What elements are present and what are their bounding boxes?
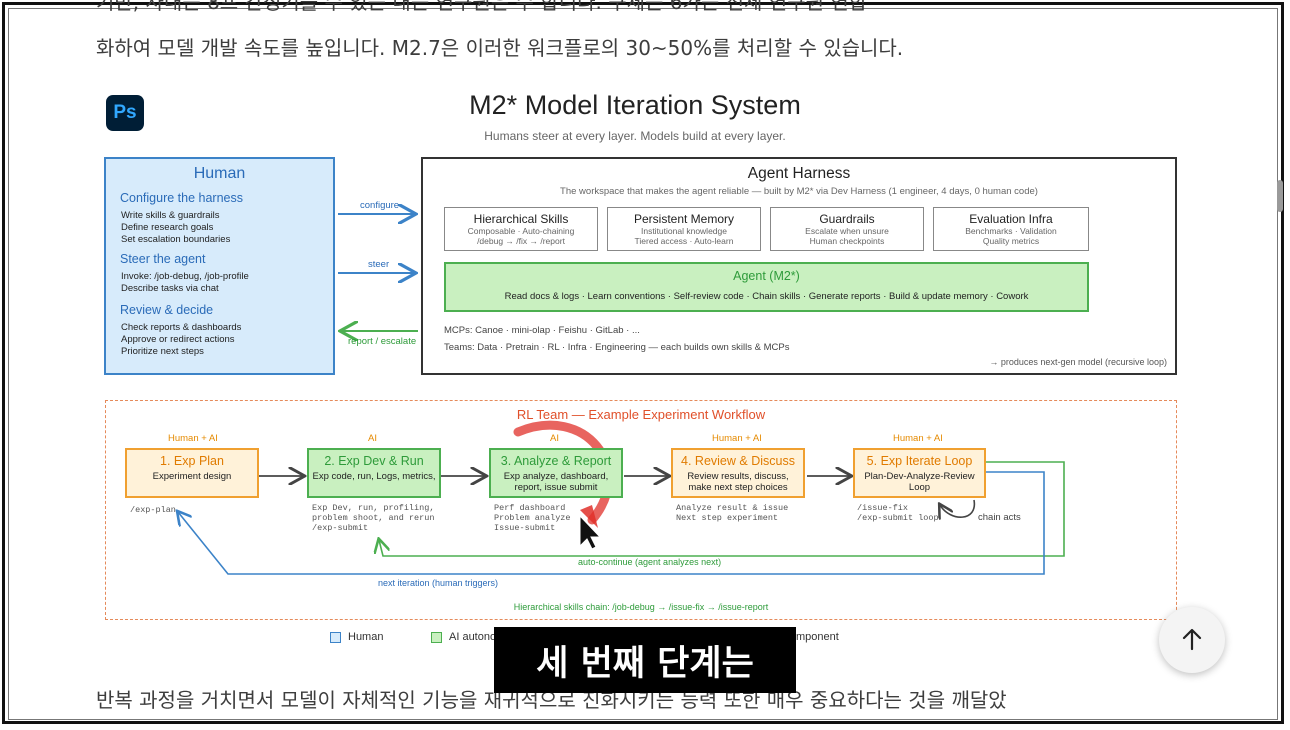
mouse-cursor-icon: [579, 514, 602, 550]
annotation-arc: [513, 420, 613, 525]
step-title: 2. Exp Dev & Run: [324, 454, 424, 468]
agent-title: Agent (M2*): [733, 269, 800, 283]
step-desc: report, issue submit: [514, 482, 598, 493]
step-exp-iterate-loop: 5. Exp Iterate Loop Plan-Dev-Analyze-Rev…: [853, 448, 986, 498]
next-iteration-loop: [178, 471, 1045, 575]
component-desc: Human checkpoints: [809, 236, 885, 246]
auto-continue-loop: [379, 461, 1065, 557]
step-desc: Experiment design: [152, 471, 232, 482]
arrow-up-icon: [1182, 628, 1202, 651]
component-title: Hierarchical Skills: [473, 212, 569, 226]
component-desc: Institutional knowledge: [640, 226, 727, 236]
step-analyze-report: 3. Analyze & Report Exp analyze, dashboa…: [489, 448, 623, 498]
step-desc: Review results, discuss,: [687, 471, 789, 482]
step-tag: AI: [550, 433, 559, 444]
harness-subtitle: The workspace that makes the agent relia…: [560, 186, 1038, 197]
steer-label: steer: [368, 259, 390, 270]
step-title: 3. Analyze & Report: [500, 454, 612, 468]
legend-label: Human: [348, 631, 384, 643]
human-section-heading: Configure the harness: [120, 191, 243, 205]
human-item: Prioritize next steps: [121, 346, 204, 357]
step-commands: /issue-fix /exp-submit loop: [857, 503, 939, 523]
report-label: report / escalate: [348, 336, 417, 347]
agent-harness-box: Agent Harness The workspace that makes t…: [421, 157, 1177, 375]
rl-title: RL Team — Example Experiment Workflow: [516, 407, 766, 422]
component-desc: Escalate when unsure: [805, 226, 889, 236]
component-persistent-memory: Persistent Memory Institutional knowledg…: [607, 207, 761, 251]
chain-acts-arrow: [940, 499, 976, 517]
agent-box: Agent (M2*) Read docs & logs · Learn con…: [444, 262, 1089, 312]
step-desc: Loop: [908, 482, 931, 493]
article-text-partial: 기반, 사내는 8프 간성기를 수 있는 내는 연구원은 수 합니다. 구체는 …: [96, 0, 868, 14]
photoshop-logo-icon: Ps: [106, 95, 144, 131]
step-desc: Exp code, run, Logs, metrics,: [312, 471, 436, 482]
diagram-title: M2* Model Iteration System: [469, 90, 801, 120]
legend-swatch-ai: [431, 632, 442, 643]
skills-chain-label: Hierarchical skills chain: /job-debug → …: [513, 602, 769, 612]
configure-label: configure: [360, 200, 400, 211]
step-exp-plan: 1. Exp Plan Experiment design: [125, 448, 259, 498]
step-commands: Exp Dev, run, profiling, problem shoot, …: [312, 503, 435, 533]
step-tag: Human + AI: [712, 433, 762, 444]
component-evaluation-infra: Evaluation Infra Benchmarks · Validation…: [933, 207, 1089, 251]
rl-team-box: [105, 400, 1177, 620]
component-title: Persistent Memory: [633, 212, 735, 226]
component-title: Evaluation Infra: [969, 212, 1053, 226]
legend-swatch-human: [330, 632, 341, 643]
scroll-to-top-button[interactable]: [1159, 607, 1225, 673]
step-title: 5. Exp Iterate Loop: [866, 454, 973, 468]
component-desc: Benchmarks · Validation: [965, 226, 1057, 236]
step-title: 4. Review & Discuss: [681, 454, 795, 468]
teams-list: Teams: Data · Pretrain · RL · Infra · En…: [444, 342, 790, 353]
step-tag: Human + AI: [168, 433, 218, 444]
step-commands: Perf dashboard Problem analyze Issue-sub…: [494, 503, 571, 533]
step-desc: Plan-Dev-Analyze-Review: [864, 471, 975, 482]
human-section-heading: Steer the agent: [120, 252, 206, 266]
step-title: 1. Exp Plan: [160, 454, 224, 468]
component-hierarchical-skills: Hierarchical Skills Composable · Auto-ch…: [444, 207, 598, 251]
component-desc: /debug → /fix → /report: [477, 236, 565, 246]
produces-note: → produces next-gen model (recursive loo…: [989, 357, 1167, 367]
agent-skills: Read docs & logs · Learn conventions · S…: [504, 291, 1029, 302]
harness-title: Agent Harness: [747, 165, 851, 182]
chain-acts-label: chain acts: [978, 512, 1021, 523]
human-title: Human: [193, 165, 246, 182]
step-tag: AI: [368, 433, 377, 444]
step-tag: Human + AI: [893, 433, 943, 444]
step-review-discuss: 4. Review & Discuss Review results, disc…: [671, 448, 805, 498]
component-desc: Tiered access · Auto-learn: [634, 236, 734, 246]
human-section-heading: Review & decide: [120, 303, 214, 317]
legend-label: mponent: [796, 631, 839, 643]
legend-label: AI autono: [449, 631, 497, 643]
human-item: Approve or redirect actions: [121, 334, 235, 345]
auto-continue-label: auto-continue (agent analyzes next): [578, 557, 722, 567]
human-item: Write skills & guardrails: [121, 210, 220, 221]
video-subtitle: 세 번째 단계는: [494, 627, 796, 693]
article-text-top: 화하여 모델 개발 속도를 높입니다. M2.7은 이러한 워크플로의 30~5…: [96, 36, 904, 60]
component-guardrails: Guardrails Escalate when unsure Human ch…: [770, 207, 924, 251]
component-desc: Quality metrics: [982, 236, 1040, 246]
human-box: Human Configure the harness Write skills…: [104, 157, 335, 375]
step-desc: Exp analyze, dashboard,: [503, 471, 609, 482]
step-exp-dev-run: 2. Exp Dev & Run Exp code, run, Logs, me…: [307, 448, 441, 498]
step-desc: make next step choices: [688, 482, 788, 493]
next-iteration-label: next iteration (human triggers): [378, 578, 499, 588]
scrollbar-thumb[interactable]: [1277, 180, 1283, 212]
human-item: Describe tasks via chat: [121, 283, 219, 294]
human-item: Set escalation boundaries: [121, 234, 231, 245]
mcps-list: MCPs: Canoe · mini-olap · Feishu · GitLa…: [444, 325, 640, 336]
content-frame: [8, 8, 1278, 720]
diagram-subtitle: Humans steer at every layer. Models buil…: [484, 129, 786, 143]
component-desc: Composable · Auto-chaining: [467, 226, 575, 236]
step-commands: Analyze result & issue Next step experim…: [676, 503, 789, 523]
human-item: Check reports & dashboards: [121, 322, 242, 333]
human-item: Define research goals: [121, 222, 214, 233]
step-commands: /exp-plan: [130, 505, 176, 515]
human-item: Invoke: /job-debug, /job-profile: [121, 271, 249, 282]
component-title: Guardrails: [819, 212, 875, 226]
